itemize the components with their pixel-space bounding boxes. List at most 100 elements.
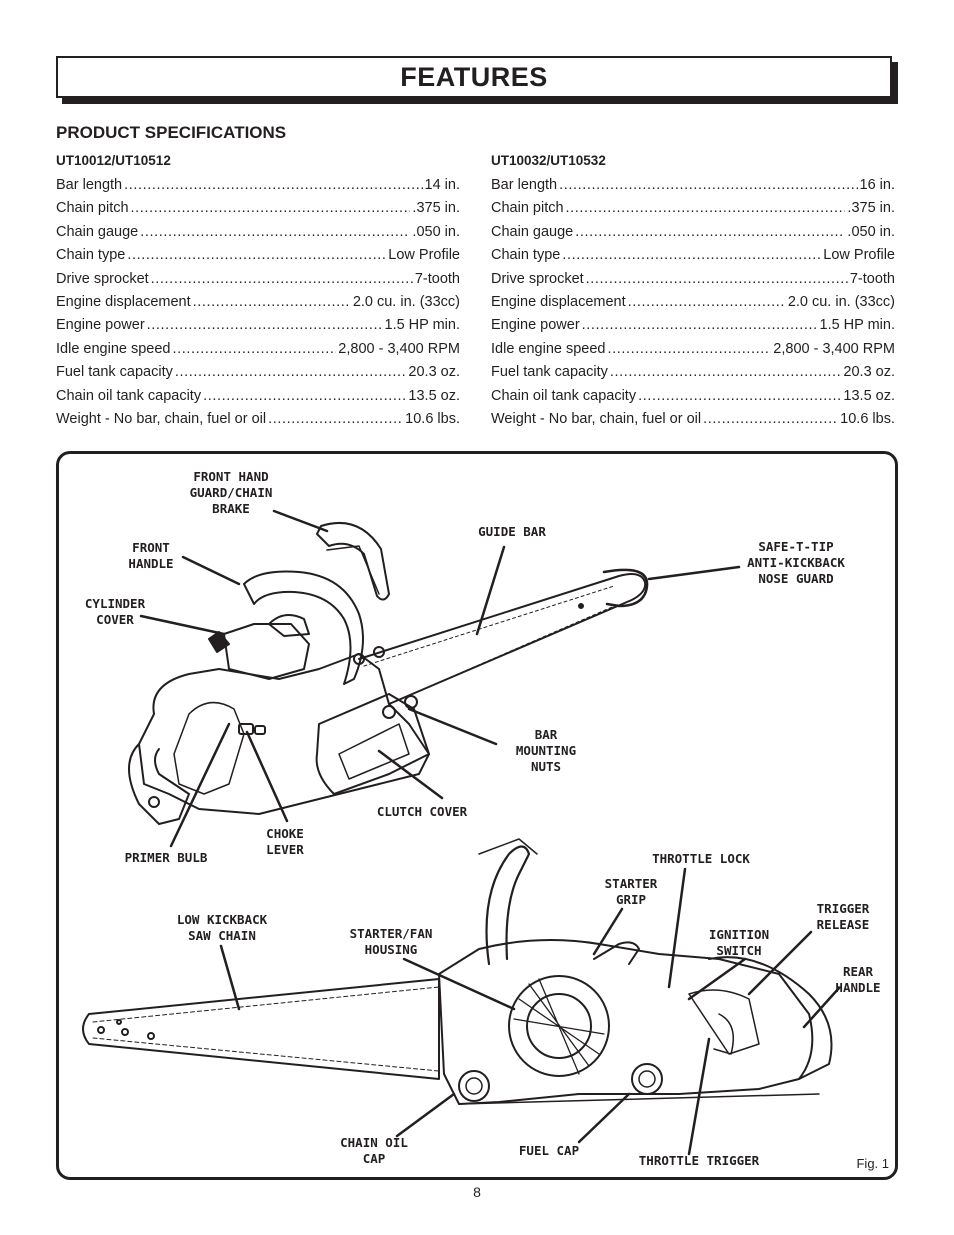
dot-leader bbox=[559, 174, 857, 197]
spec-label: Fuel tank capacity bbox=[56, 364, 173, 381]
spec-label: Bar length bbox=[491, 177, 558, 193]
label-trigger-release: TRIGGER RELEASE bbox=[816, 901, 870, 932]
spec-value: Low Profile bbox=[388, 247, 460, 264]
dot-leader bbox=[608, 338, 772, 361]
label-low-kickback-chain: LOW KICKBACK SAW CHAIN bbox=[176, 912, 268, 943]
spec-label: Drive sprocket bbox=[491, 270, 584, 287]
spec-label: Idle engine speed bbox=[491, 340, 606, 357]
spec-value: 16 in. bbox=[859, 177, 895, 193]
label-choke-lever: CHOKE LEVER bbox=[266, 826, 304, 857]
spec-value: 2.0 cu. in. (33cc) bbox=[352, 293, 460, 310]
spec-row: Chain pitch.375 in. bbox=[491, 197, 895, 220]
chainsaw-illustration bbox=[82, 509, 841, 1156]
spec-row: Chain pitch.375 in. bbox=[56, 197, 460, 220]
features-figure: FRONT HAND GUARD/CHAIN BRAKE FRONT HANDL… bbox=[56, 451, 898, 1180]
label-fuel-cap: FUEL CAP bbox=[518, 1143, 580, 1158]
spec-value: 13.5 oz. bbox=[843, 387, 895, 404]
spec-value: 7-tooth bbox=[849, 270, 895, 287]
model-heading: UT10032/UT10532 bbox=[491, 153, 606, 168]
spec-column-left: UT10012/UT10512 Bar length14 in.Chain pi… bbox=[56, 152, 460, 431]
spec-value: Low Profile bbox=[823, 247, 895, 264]
spec-label: Idle engine speed bbox=[56, 340, 171, 357]
dot-leader bbox=[147, 314, 383, 337]
dot-leader bbox=[703, 408, 838, 431]
title-box: FEATURES bbox=[56, 56, 892, 98]
spec-list: Bar length14 in.Chain pitch.375 in.Chain… bbox=[56, 174, 460, 431]
spec-column-right: UT10032/UT10532 Bar length 16 in. Chain pi… bbox=[491, 152, 895, 431]
spec-label: Chain type bbox=[491, 247, 561, 264]
dot-leader bbox=[638, 385, 841, 408]
spec-value: 13.5 oz. bbox=[408, 387, 460, 404]
spec-label: Drive sprocket bbox=[56, 270, 149, 287]
label-ignition-switch: IGNITION SWITCH bbox=[708, 927, 770, 958]
spec-label: Engine displacement bbox=[491, 293, 626, 310]
spec-row: Engine power1.5 HP min. bbox=[56, 314, 460, 337]
spec-value: 20.3 oz. bbox=[843, 364, 895, 381]
label-primer-bulb: PRIMER BULB bbox=[124, 850, 208, 865]
spec-value: 2,800 - 3,400 RPM bbox=[338, 340, 460, 357]
spec-row: Chain gauge .050 in. bbox=[491, 221, 895, 244]
spec-label: Chain pitch bbox=[56, 200, 129, 217]
label-bar-mounting-nuts: BAR MOUNTING NUTS bbox=[515, 727, 577, 774]
dot-leader bbox=[173, 338, 337, 361]
label-clutch-cover: CLUTCH COVER bbox=[376, 804, 468, 819]
spec-label: Chain gauge bbox=[491, 223, 574, 240]
spec-value: .050 in. bbox=[847, 223, 895, 240]
spec-list: Bar length16 in.Chain pitch.375 in.Chain… bbox=[491, 174, 895, 431]
label-starter-grip: STARTER GRIP bbox=[604, 876, 658, 907]
spec-row: Fuel tank capacity 20.3 oz. bbox=[491, 361, 895, 384]
spec-row: Drive sprocket7-tooth bbox=[56, 268, 460, 291]
spec-value: 14 in. bbox=[424, 177, 460, 193]
label-guide-bar: GUIDE BAR bbox=[478, 524, 546, 539]
spec-label: Weight - No bar, chain, fuel or oil bbox=[56, 410, 267, 427]
dot-leader bbox=[566, 197, 846, 220]
spec-row: Engine power1.5 HP min. bbox=[491, 314, 895, 337]
label-starter-fan-housing: STARTER/FAN HOUSING bbox=[349, 926, 433, 957]
spec-value: 10.6 lbs. bbox=[405, 410, 460, 427]
spec-label: Bar length bbox=[56, 177, 123, 193]
spec-value: 20.3 oz. bbox=[408, 364, 460, 381]
spec-row: Chain gauge .050 in. bbox=[56, 221, 460, 244]
dot-leader bbox=[151, 268, 413, 291]
spec-row: Idle engine speed 2,800 - 3,400 RPM bbox=[491, 338, 895, 361]
dot-leader bbox=[268, 408, 403, 431]
dot-leader bbox=[127, 244, 386, 267]
label-safe-t-tip: SAFE-T-TIP ANTI-KICKBACK NOSE GUARD bbox=[747, 539, 845, 586]
figure-number: Fig. 1 bbox=[856, 1156, 889, 1171]
spec-label: Weight - No bar, chain, fuel or oil bbox=[491, 410, 702, 427]
spec-value: 1.5 HP min. bbox=[819, 317, 896, 334]
spec-value: .050 in. bbox=[412, 223, 460, 240]
spec-label: Chain gauge bbox=[56, 223, 139, 240]
upper-chainsaw bbox=[128, 521, 649, 825]
spec-row: Engine displacement 2.0 cu. in. (33cc) bbox=[491, 291, 895, 314]
dot-leader bbox=[175, 361, 407, 384]
spec-row: Drive sprocket 7-tooth bbox=[491, 268, 895, 291]
spec-row: Idle engine speed 2,800 - 3,400 RPM bbox=[56, 338, 460, 361]
callout-leaders bbox=[139, 509, 841, 1156]
dot-leader bbox=[203, 385, 406, 408]
spec-value: 10.6 lbs. bbox=[840, 410, 895, 427]
label-throttle-trigger: THROTTLE TRIGGER bbox=[638, 1153, 760, 1168]
dot-leader bbox=[610, 361, 842, 384]
page-title: FEATURES bbox=[400, 61, 548, 92]
title-banner: FEATURES bbox=[56, 56, 898, 104]
spec-row: Chain oil tank capacity13.5 oz. bbox=[491, 385, 895, 408]
dot-leader bbox=[628, 291, 786, 314]
spec-row: Fuel tank capacity 20.3 oz. bbox=[56, 361, 460, 384]
spec-value: 2,800 - 3,400 RPM bbox=[773, 340, 895, 357]
spec-value: .375 in. bbox=[847, 200, 895, 217]
spec-value: 2.0 cu. in. (33cc) bbox=[787, 293, 895, 310]
dot-leader bbox=[140, 221, 410, 244]
label-rear-handle: REAR HANDLE bbox=[835, 964, 881, 995]
spec-label: Fuel tank capacity bbox=[491, 364, 608, 381]
label-cylinder-cover: CYLINDER COVER bbox=[84, 596, 146, 627]
label-chain-oil-cap: CHAIN OIL CAP bbox=[340, 1135, 408, 1166]
label-throttle-lock: THROTTLE LOCK bbox=[652, 851, 750, 866]
page-number: 8 bbox=[473, 1184, 481, 1200]
dot-leader bbox=[124, 174, 422, 197]
dot-leader bbox=[562, 244, 821, 267]
dot-leader bbox=[582, 314, 818, 337]
spec-row: Chain typeLow Profile bbox=[56, 244, 460, 267]
dot-leader bbox=[131, 197, 411, 220]
section-heading: PRODUCT SPECIFICATIONS bbox=[56, 123, 287, 142]
